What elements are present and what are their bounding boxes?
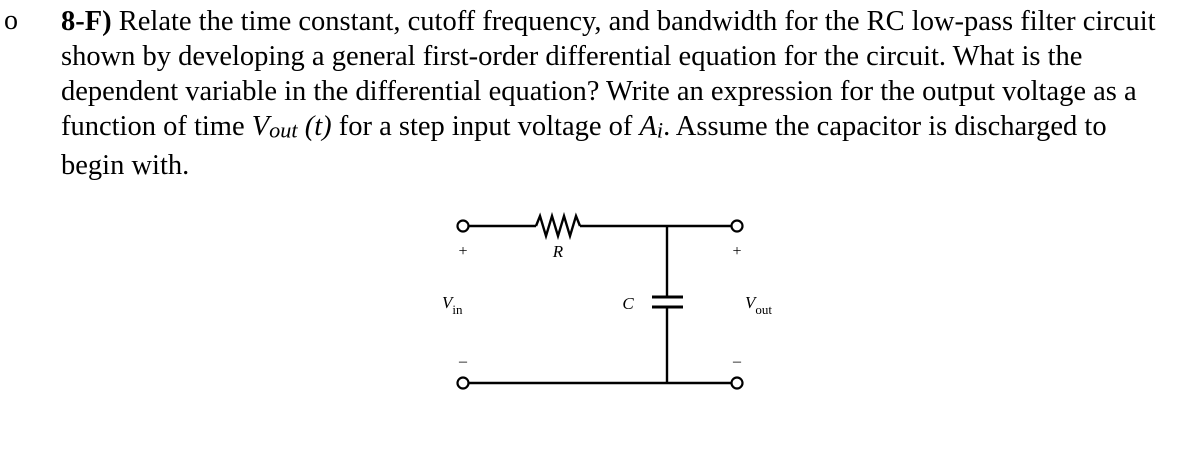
output-terminal-bottom — [730, 376, 744, 390]
vout-symbol: Vout (t) — [251, 111, 332, 143]
output-terminal-top — [730, 219, 744, 233]
input-terminal-bottom — [456, 376, 470, 390]
resistor-label: R — [552, 242, 564, 261]
output-plus-label: + — [732, 243, 741, 260]
input-plus-label: + — [458, 243, 467, 260]
list-bullet: o — [4, 5, 18, 36]
question-text-part-1: Relate the time constant, cutoff frequen… — [61, 6, 1156, 142]
question-label: 8-F) — [61, 6, 112, 37]
question-text-part-3: . Assume the capacitor is discharged to … — [61, 111, 1107, 181]
vout-label: Vout — [745, 293, 772, 317]
vin-label: Vin — [442, 293, 463, 317]
resistor-symbol — [534, 211, 582, 241]
question-text-part-2: for a step input voltage of — [331, 111, 640, 142]
input-terminal-top — [456, 219, 470, 233]
output-minus-label: – — [732, 353, 742, 370]
input-minus-label: – — [458, 353, 468, 370]
ai-symbol: Ai — [639, 111, 664, 143]
capacitor-label: C — [622, 294, 634, 313]
question-text: 8-F) Relate the time constant, cutoff fr… — [61, 4, 1166, 183]
